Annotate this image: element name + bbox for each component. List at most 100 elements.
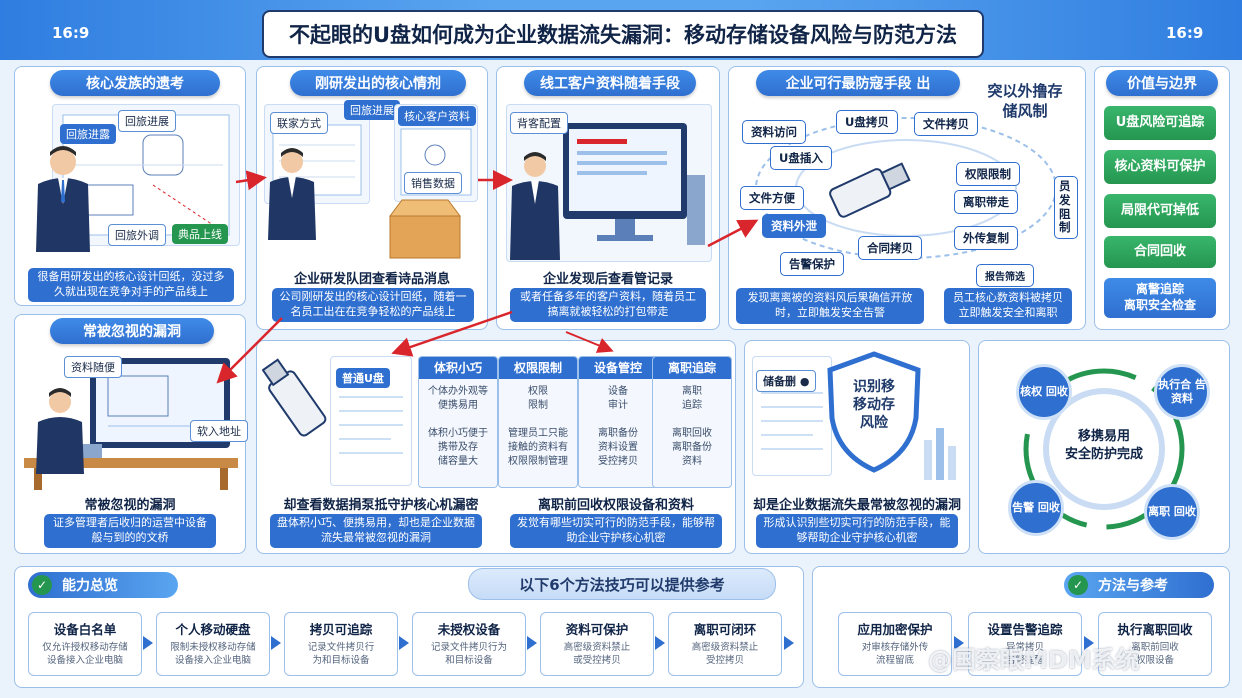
panel-value-pill: 价值与边界 <box>1106 70 1218 96</box>
tag-progress-b: 回旅进展 <box>118 110 176 132</box>
page-title: 不起眼的U盘如何成为企业数据流失漏洞：移动存储设备风险与防范方法 <box>262 10 984 58</box>
prevention-box-b: 员工核心数资料被拷贝立即触发安全和离职 <box>944 288 1072 324</box>
step-unauthorized-device: 未授权设备记录文件拷贝行为 和目标设备 <box>412 612 526 676</box>
feature-col-permission: 权限限制权限 限制 管理员工只能 接触的资料有 权限限制管理 <box>498 356 578 488</box>
monitor-icon <box>563 123 705 245</box>
prevention-box-a: 发现离离被的资料风后果确信开放时，立即触发安全告警 <box>736 288 924 324</box>
cycle-node-resign: 离职 回收 <box>1144 484 1200 540</box>
value-item-reduce: 局限代可掉低 <box>1104 194 1216 228</box>
cycle-node-alert: 告警 回收 <box>1008 480 1064 536</box>
tag-key-clients: 核心客户资料 <box>398 106 476 126</box>
panel-client-data-caption: 或者任备多年的客户资料，随着员工搞离就被轻松的打包带走 <box>510 288 706 322</box>
step-resign-close: 离职可闭环高密级资料禁止 受控拷贝 <box>668 612 782 676</box>
prevention-banner: 突以外撸存储风制 <box>987 82 1063 120</box>
ratio-left: 16:9 <box>52 24 90 42</box>
panel-client-data-pill: 线工客户资料随着手段 <box>524 70 696 96</box>
businessman-icon <box>36 146 90 252</box>
flow-alert-protect: 告警保护 <box>780 252 844 276</box>
methods-title-bar: ✓ 方法与参考 <box>1064 572 1214 598</box>
feature-col-resign: 离职追踪离职 追踪 离职回收 离职备份 资料 <box>652 356 732 488</box>
businessman-icon <box>510 152 560 260</box>
flow-external-copy: 外传复制 <box>954 226 1018 250</box>
flow-data-leak: 资料外泄 <box>762 214 826 238</box>
panel-ignored-caption: 证多管理者后收归的运营中设备般与到的的文桥 <box>44 514 216 548</box>
step-arrow <box>784 636 794 650</box>
panel-core-dev-pill: 核心发族的遗考 <box>50 70 220 96</box>
flow-data-access: 资料访问 <box>742 120 806 144</box>
panel-new-design-pill: 刚研发出的核心情剂 <box>290 70 466 96</box>
usb-caption-right-title: 离职前回收权限设备和资料 <box>537 498 694 513</box>
value-item-protect: 核心资料可保护 <box>1104 150 1216 184</box>
step-arrow <box>527 636 537 650</box>
step-arrow <box>954 636 964 650</box>
shield-check-icon: ✓ <box>32 575 52 595</box>
step-arrow <box>399 636 409 650</box>
step-resign-recover: 执行离职回收离职前回收 权限设备 <box>1098 612 1212 676</box>
panel-ignored-pill: 常被忽视的漏洞 <box>50 318 214 344</box>
cycle-node-execute: 执行合 告资料 <box>1154 364 1210 420</box>
flow-employee-restrict: 员发阻制 <box>1054 176 1078 240</box>
flow-permission: 权限限制 <box>956 162 1020 186</box>
shield-icon <box>827 351 921 473</box>
methods-banner: 以下6个方法技巧可以提供参考 <box>468 568 776 600</box>
tag-back-config: 背客配置 <box>510 112 568 134</box>
tag-outward: 回旅外调 <box>108 224 166 246</box>
panel-new-design-caption-title: 企业研发队团查看诗品消息 <box>293 272 450 287</box>
shield-caption: 形成认识别些切实可行的防范手段，能够帮助企业守护核心机密 <box>756 514 958 548</box>
bar-graphic-icon <box>924 428 956 480</box>
shield-text: 识别移 移动存 风险 <box>853 379 895 432</box>
step-personal-drive: 个人移动硬盘限制未授权移动存储 设备接入企业电脑 <box>156 612 270 676</box>
step-copy-trace: 拷贝可追踪记录文件拷贝行 为和目标设备 <box>284 612 398 676</box>
flow-file-easy: 文件方便 <box>740 186 804 210</box>
usb-caption-left-title: 却查看数据捐泵抵守护核心机漏密 <box>283 498 479 513</box>
watermark: @国察眼MDM系统 <box>928 646 1140 674</box>
capability-title-bar: ✓ 能力总览 <box>28 572 178 598</box>
step-app-encrypt: 应用加密保护对审核存储外传 流程留底 <box>838 612 952 676</box>
tag-report: 储备删 ● <box>756 370 817 392</box>
shield-caption-title: 却是企业数据流失最常被忽视的漏洞 <box>752 498 961 513</box>
step-arrow <box>655 636 665 650</box>
tag-sales-data: 销售数据 <box>404 172 462 194</box>
tag-normal-usb: 普通U盘 <box>336 368 390 388</box>
feature-col-size: 体积小巧个体办外观等 便携易用 体积小巧便于 携带及存 储容量大 <box>418 356 498 488</box>
feature-col-device: 设备管控设备 审计 离职备份 资料设置 受控拷贝 <box>578 356 658 488</box>
capability-title: 能力总览 <box>62 578 118 594</box>
step-alert-trace: 设置告警追踪异常拷贝 告警提醒 <box>968 612 1082 676</box>
step-data-protect: 资料可保护高密级资料禁止 或受控拷贝 <box>540 612 654 676</box>
cycle-node-revoke: 核权 回收 <box>1016 364 1072 420</box>
panel-prevention-pill: 企业可行最防寇手段 出 <box>756 70 960 96</box>
usb-drive-icon <box>829 162 911 218</box>
worried-businessman-icon <box>36 388 84 474</box>
tag-input-address: 软入地址 <box>190 420 248 442</box>
panel-new-design-caption: 公司刚研发出的核心设计回纸，随着一名员工出在在竞争轻松的产品线上 <box>272 288 474 322</box>
ratio-right: 16:9 <box>1166 24 1204 42</box>
tag-progress: 回旅进展 <box>344 100 400 120</box>
businessman-icon <box>268 148 316 240</box>
flow-file-copy: 文件拷贝 <box>914 112 978 136</box>
flow-usb-insert: U盘插入 <box>770 146 832 170</box>
value-item-contract: 合同回收 <box>1104 236 1216 268</box>
flow-resign-take: 离职带走 <box>954 190 1018 214</box>
tag-progress-a: 回旅进露 <box>60 124 116 144</box>
methods-title: 方法与参考 <box>1098 578 1168 594</box>
tag-casual-data: 资料随便 <box>64 356 122 378</box>
shield-check-icon: ✓ <box>1068 575 1088 595</box>
step-arrow <box>271 636 281 650</box>
step-device-whitelist: 设备白名单仅允许授权移动存储 设备接入企业电脑 <box>28 612 142 676</box>
usb-caption-right: 发觉有哪些切实可行的防范手段，能够帮助企业守护核心机密 <box>510 514 722 548</box>
step-arrow <box>143 636 153 650</box>
cycle-ring <box>1023 368 1185 530</box>
value-item-trace: U盘风险可追踪 <box>1104 106 1216 140</box>
cycle-center: 移携易用 安全防护完成 <box>1064 429 1143 463</box>
tag-product-launch: 典品上线 <box>172 224 228 244</box>
value-item-alert: 离警追踪 离职安全检查 <box>1104 278 1216 318</box>
step-arrow <box>1084 636 1094 650</box>
usb-caption-left: 盘体积小巧、便携易用，却也是企业数据流失最常被忽视的漏洞 <box>270 514 482 548</box>
panel-client-data-caption-title: 企业发现后查看管记录 <box>542 272 673 287</box>
cardboard-box-icon <box>389 199 461 259</box>
flow-report: 报告筛选 <box>976 264 1034 287</box>
flow-contract-copy: 合同拷贝 <box>858 236 922 260</box>
tag-contact: 联家方式 <box>270 112 328 134</box>
flow-usb-copy: U盘拷贝 <box>836 110 898 134</box>
panel-ignored-caption-title: 常被忽视的漏洞 <box>84 498 176 513</box>
